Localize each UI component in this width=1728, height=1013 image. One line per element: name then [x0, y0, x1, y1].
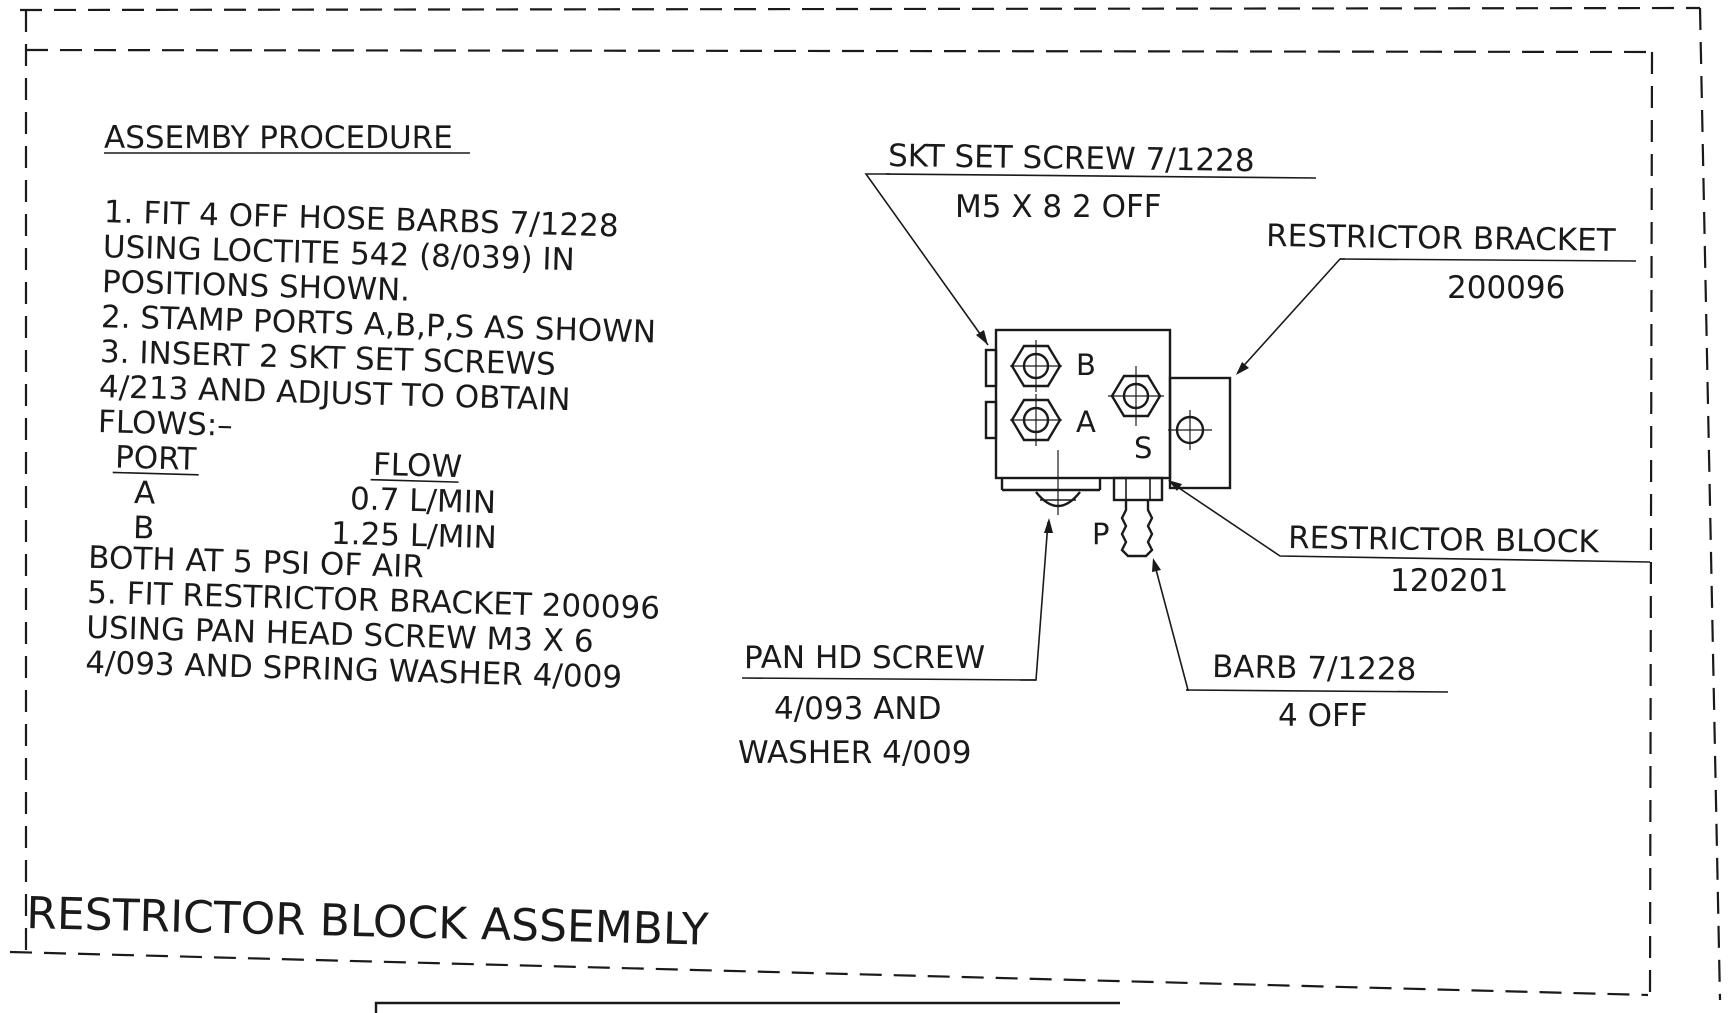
pan-head-screw: [1035, 491, 1081, 508]
hex-fitting-a: [1010, 394, 1062, 446]
procedure-line: POSITIONS SHOWN.: [101, 264, 410, 309]
callout-detail: 120201: [1390, 563, 1508, 599]
callout-detail: 200096: [1447, 270, 1565, 306]
flow-table-flow: 1.25 L/MIN: [331, 516, 498, 557]
callout-detail: WASHER 4/009: [738, 735, 971, 771]
port-label-s: S: [1134, 431, 1152, 465]
flow-table-port: B: [133, 510, 155, 547]
flow-table-flow: 0.7 L/MIN: [350, 481, 497, 521]
callout-restrictor-bracket: RESTRICTOR BRACKET 200096: [1266, 218, 1637, 306]
callout-pan-hd-screw: PAN HD SCREW 4/093 AND WASHER 4/009: [738, 640, 1037, 771]
hex-fitting-b: [1010, 340, 1062, 392]
callout-restrictor-block: RESTRICTOR BLOCK 120201: [1288, 520, 1600, 599]
procedure-lines: 1. FIT 4 OFF HOSE BARBS 7/1228 USING LOC…: [85, 194, 661, 696]
callout-detail: 4 OFF: [1278, 698, 1368, 734]
procedure-heading: ASSEMBY PROCEDURE: [104, 120, 453, 156]
port-p-fitting: [1112, 476, 1164, 502]
port-label-p: P: [1092, 517, 1110, 551]
procedure-line: FLOWS:–: [98, 404, 234, 444]
flow-table-header-port: PORT: [115, 440, 198, 478]
port-label-a: A: [1076, 405, 1096, 439]
hex-fitting-s: [1108, 366, 1164, 426]
hose-barb: [1120, 500, 1154, 558]
restrictor-bracket: [1168, 376, 1232, 490]
callout-title: PAN HD SCREW: [744, 640, 985, 676]
callout-set-screw: SKT SET SCREW 7/1228 M5 X 8 2 OFF: [885, 138, 1317, 225]
callout-title: RESTRICTOR BRACKET: [1266, 218, 1617, 259]
bracket-screw: [1168, 410, 1212, 450]
port-label-b: B: [1076, 348, 1096, 382]
flow-table-header-flow: FLOW: [372, 447, 462, 485]
assembly-procedure: ASSEMBY PROCEDURE 1. FIT 4 OFF HOSE BARB…: [85, 120, 661, 696]
sheet-border: [9, 6, 1722, 1013]
callout-title: RESTRICTOR BLOCK: [1288, 520, 1600, 560]
drawing-title: RESTRICTOR BLOCK ASSEMBLY: [26, 888, 709, 956]
callout-detail: 4/093 AND: [774, 691, 941, 727]
callout-title: BARB 7/1228: [1212, 649, 1417, 688]
flow-table-port: A: [134, 475, 156, 512]
callout-title: SKT SET SCREW 7/1228: [888, 138, 1255, 179]
restrictor-block-drawing: [984, 328, 1232, 558]
callout-detail: M5 X 8 2 OFF: [955, 189, 1162, 225]
callout-barb: BARB 7/1228 4 OFF: [1185, 649, 1449, 734]
